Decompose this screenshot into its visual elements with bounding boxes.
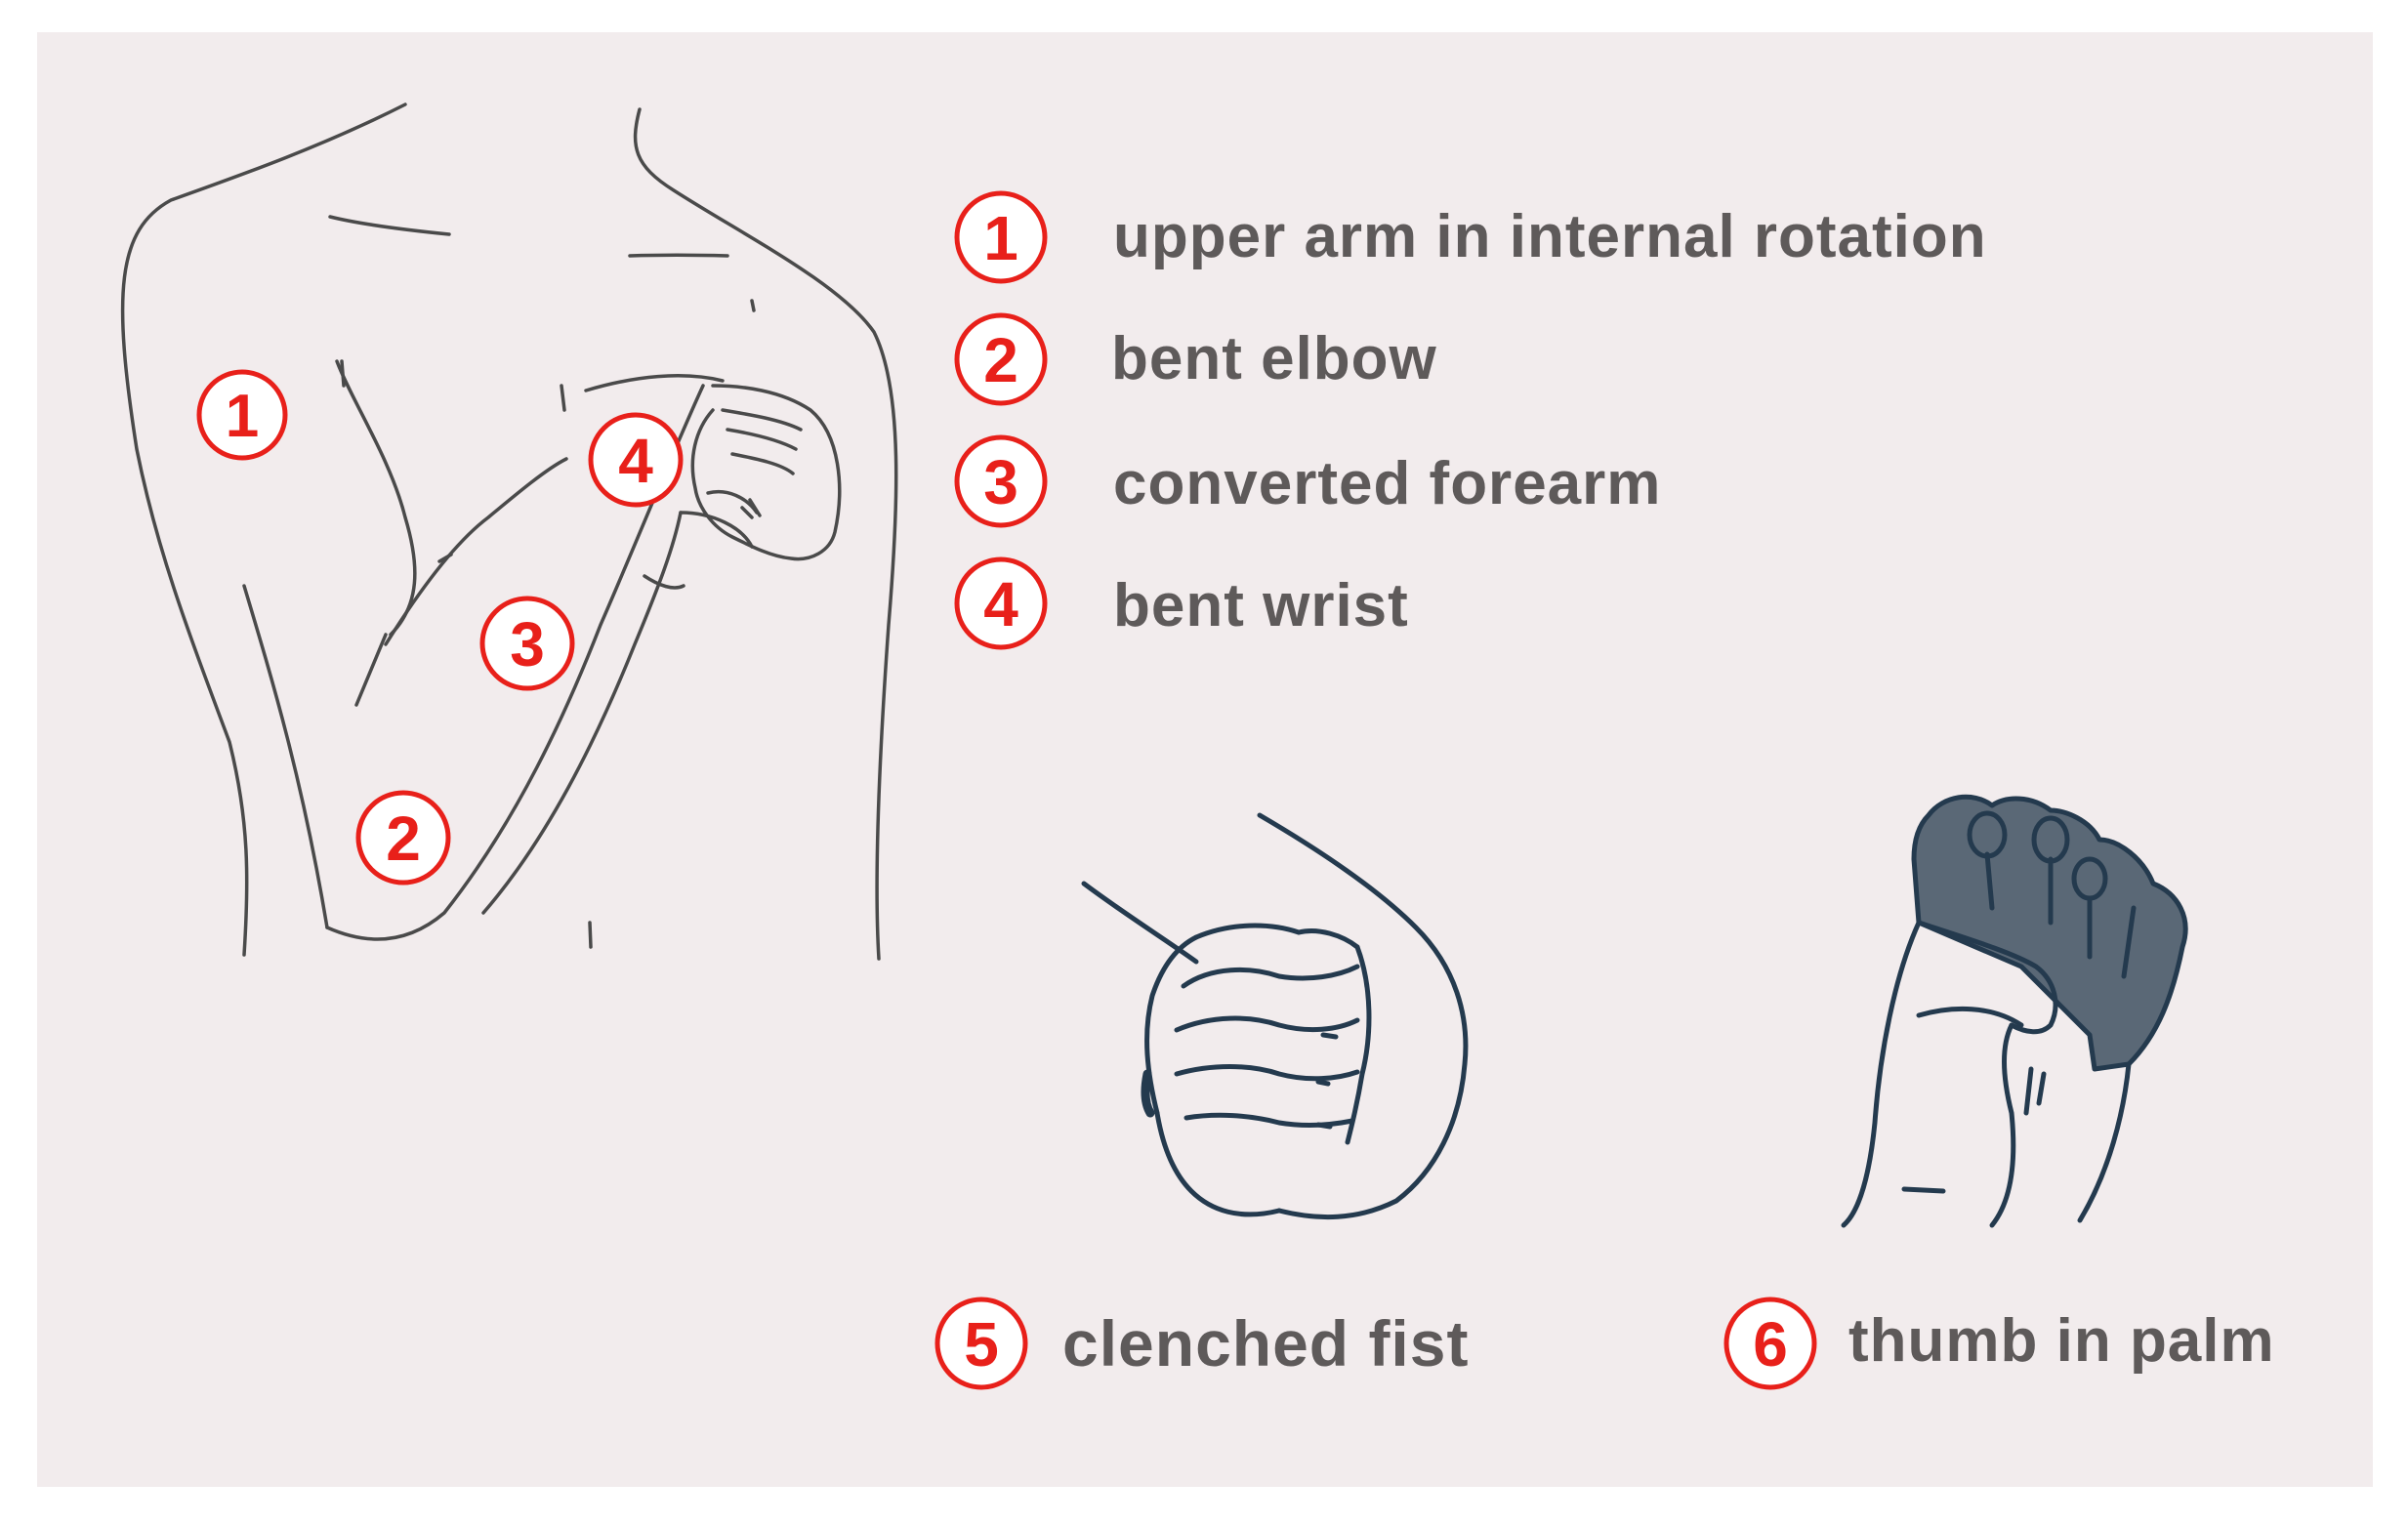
fist-knuckle-2 [726, 428, 798, 451]
arm-marker-2-label: 2 [386, 803, 421, 874]
legend-marker-3-label: 3 [983, 447, 1018, 517]
axilla-mark [340, 359, 346, 388]
legend-marker-1: 1 [954, 190, 1048, 284]
hand-marker-5: 5 [934, 1297, 1028, 1390]
hand-caption-5: clenched fist [1062, 1307, 1470, 1380]
elbow-crease [643, 574, 685, 590]
thumb-in-palm-icon [1841, 794, 2188, 1228]
left-clavicle [328, 215, 451, 236]
wrist-line [679, 511, 754, 549]
diagram-panel [37, 32, 2373, 1487]
legend-text-4: bent wrist [1113, 572, 1409, 639]
legend-text-2: bent elbow [1111, 325, 1437, 392]
right-clavicle [628, 253, 729, 258]
left-shoulder-outline [120, 103, 407, 957]
torso-left-lower [354, 633, 388, 707]
arm-marker-3: 3 [479, 596, 575, 691]
legend-marker-1-label: 1 [983, 203, 1018, 273]
arm-marker-4: 4 [588, 412, 684, 508]
torso-arm-drawing [120, 103, 898, 961]
rib-line-2 [750, 299, 756, 312]
hand-marker-6: 6 [1723, 1297, 1817, 1390]
forearm-inner [242, 584, 329, 929]
torso-inner-line [384, 457, 568, 646]
legend-text-3: converted forearm [1113, 450, 1662, 517]
forearm-top [481, 511, 683, 915]
legend-marker-2: 2 [954, 312, 1048, 406]
arm-marker-1: 1 [196, 369, 288, 461]
arm-marker-4-label: 4 [618, 426, 653, 496]
clenched-fist-icon [1081, 812, 1469, 1220]
arm-marker-1-label: 1 [226, 383, 259, 450]
legend-marker-3: 3 [954, 434, 1048, 528]
arm-marker-3-label: 3 [510, 609, 545, 680]
fist-knuckle-3 [730, 452, 795, 475]
hand-marker-6-label: 6 [1753, 1309, 1788, 1380]
hand-caption-6: thumb in palm [1848, 1307, 2275, 1375]
right-shoulder-outline [633, 107, 898, 961]
fist-knuckle-1 [721, 408, 803, 432]
rib-line [560, 384, 566, 412]
abdomen-mark [588, 921, 593, 949]
arm-marker-2: 2 [355, 790, 451, 886]
legend-text-1: upper arm in internal rotation [1113, 203, 1987, 270]
pectoral-line [335, 359, 417, 637]
legend-marker-4-label: 4 [983, 569, 1018, 639]
fist-outline [690, 384, 842, 561]
legend-marker-2-label: 2 [983, 325, 1018, 395]
legend-marker-4: 4 [954, 556, 1048, 650]
hand-marker-5-label: 5 [964, 1309, 999, 1380]
upper-forearm [584, 374, 725, 392]
fist-crease [740, 498, 762, 519]
